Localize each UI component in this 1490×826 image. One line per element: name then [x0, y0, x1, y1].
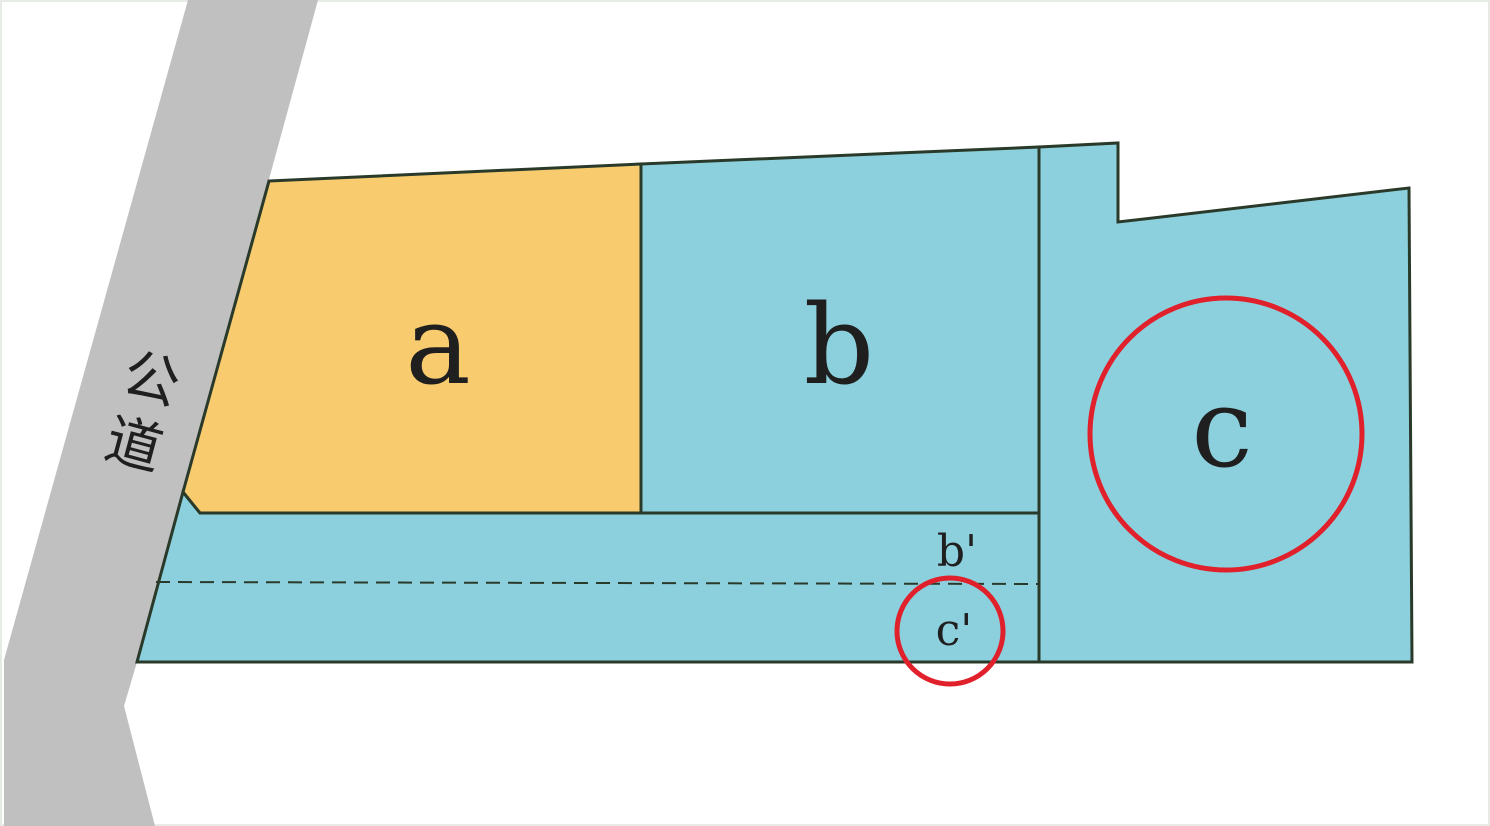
lot-c-prime-label: c'	[936, 605, 973, 656]
access-strip	[135, 488, 1041, 664]
public-road	[4, 0, 318, 826]
highlight-circle-c	[1087, 295, 1365, 573]
lot-c-label: c	[1191, 364, 1253, 492]
lot-b-prime-label: b'	[937, 526, 977, 577]
dashed-division-line	[155, 581, 1040, 585]
lot-b-label: b	[804, 281, 874, 409]
lot-a-label: a	[405, 281, 471, 409]
highlight-circle-c-prime	[894, 575, 1006, 687]
lot-a	[181, 162, 643, 515]
